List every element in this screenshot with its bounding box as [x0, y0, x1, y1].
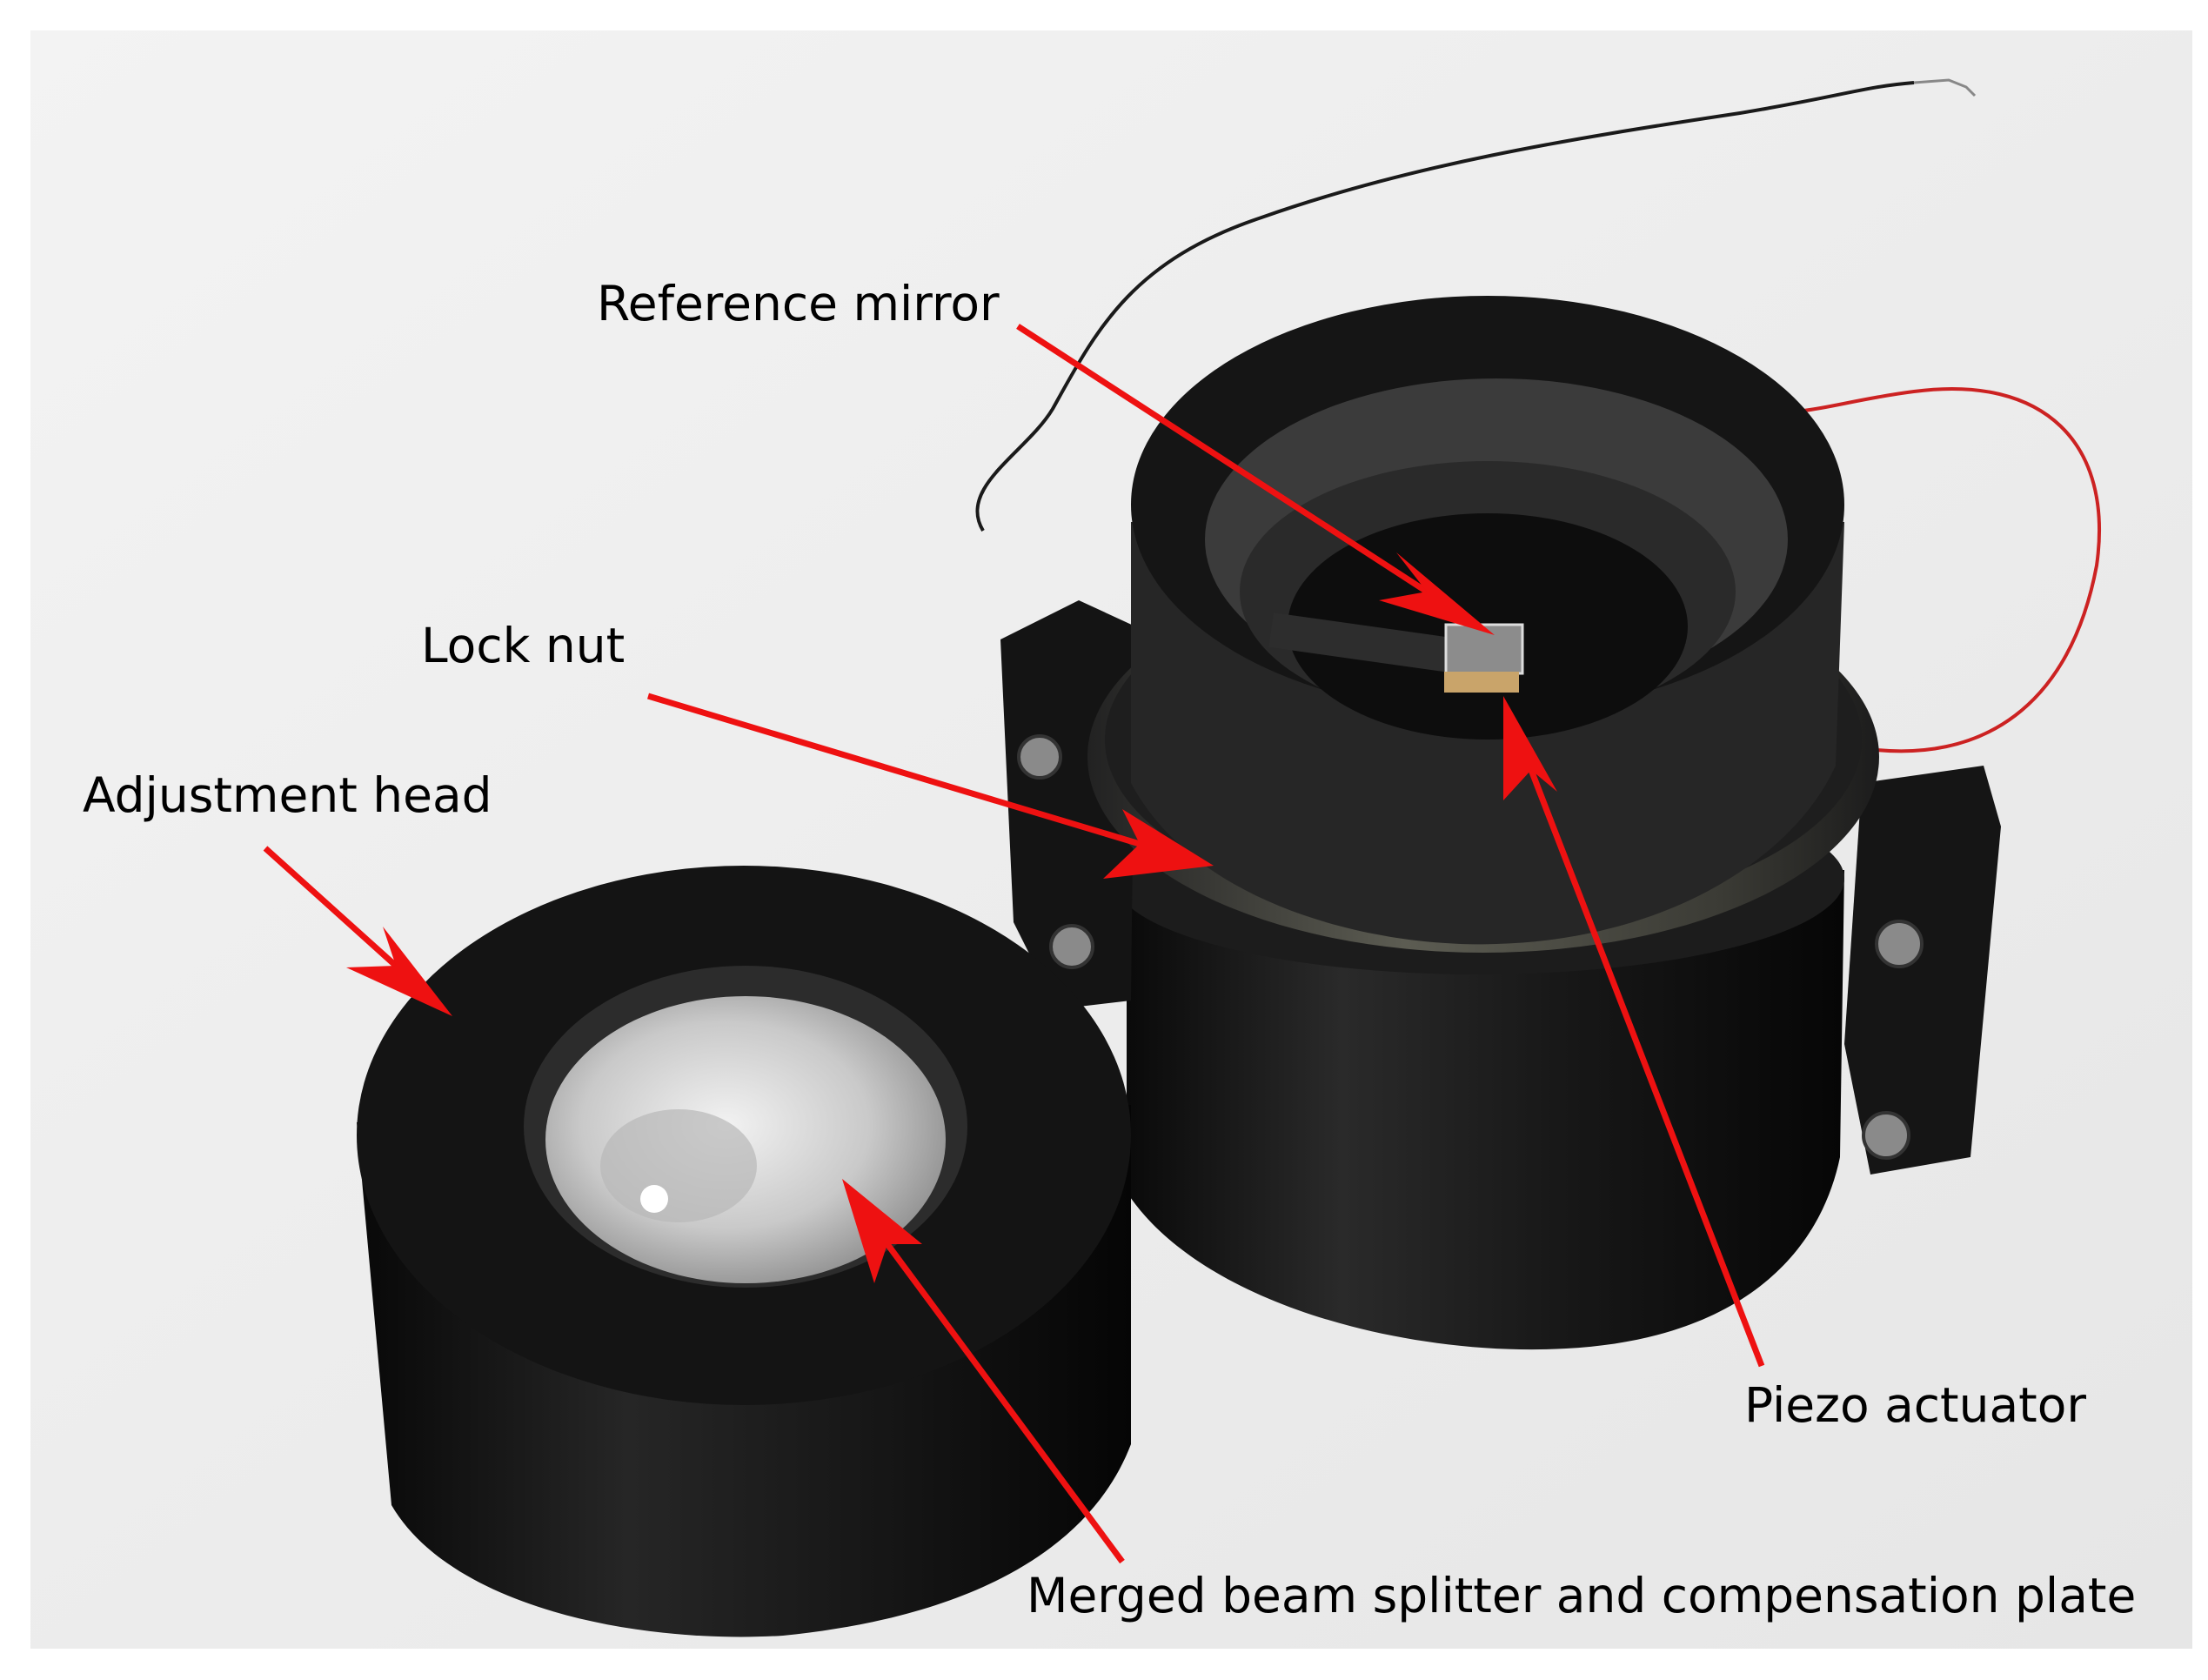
- reference-mirror-element: [1444, 623, 1524, 675]
- screw-icon: [1049, 924, 1094, 969]
- label-reference-mirror: Reference mirror: [597, 276, 1000, 331]
- piezo-element: [1444, 672, 1519, 693]
- arrow-adjustment-head: [263, 846, 452, 1016]
- black-wire-tip: [1913, 78, 1977, 97]
- label-beam-splitter: Merged beam splitter and compensation pl…: [1027, 1568, 2137, 1623]
- label-lock-nut: Lock nut: [421, 618, 626, 673]
- lens-highlight: [600, 1109, 757, 1222]
- lens-glint: [640, 1185, 668, 1213]
- screw-icon: [1862, 1111, 1910, 1160]
- screw-icon: [1017, 734, 1062, 780]
- arrow-piezo-actuator: [1503, 696, 1765, 1368]
- label-adjustment-head: Adjustment head: [83, 767, 492, 823]
- arrow-beam-splitter: [842, 1179, 1125, 1564]
- main-body-cylinder: [1127, 870, 1844, 1350]
- mirror-stage-arm: [1268, 612, 1472, 675]
- screw-icon: [1875, 920, 1924, 968]
- label-piezo-actuator: Piezo actuator: [1744, 1377, 2086, 1433]
- left-bracket: [1000, 600, 1135, 1009]
- right-bracket: [1844, 766, 2001, 1175]
- black-wire: [975, 81, 1915, 532]
- arrow-lock-nut: [646, 693, 1214, 879]
- arrow-reference-mirror: [1016, 324, 1495, 635]
